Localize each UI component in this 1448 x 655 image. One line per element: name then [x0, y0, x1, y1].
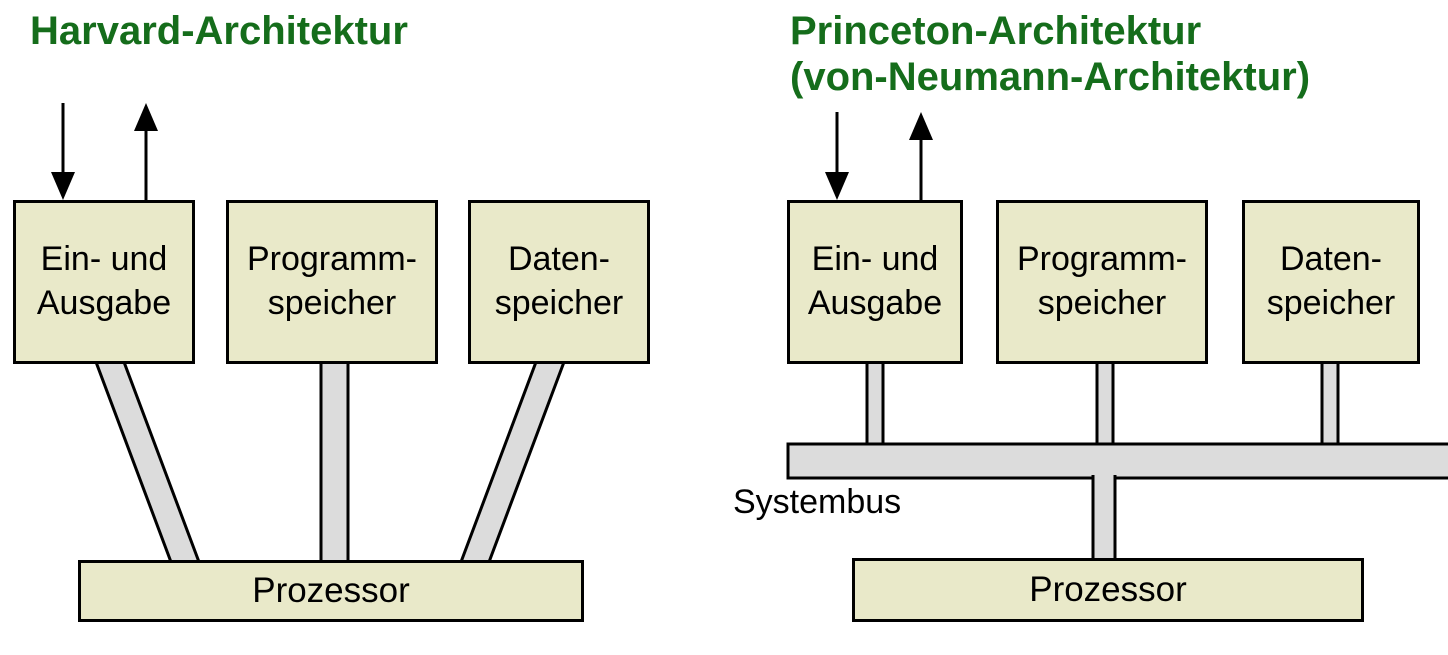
harvard-io-processor-connector — [93, 360, 202, 564]
princeton-processor-box: Prozessor — [852, 558, 1364, 622]
princeton-output-arrow-icon — [909, 112, 933, 200]
princeton-input-arrow-icon — [825, 112, 849, 200]
bus-junction-data — [1323, 445, 1337, 456]
harvard-data-processor-connector — [458, 360, 567, 564]
princeton-bus-processor-connector — [1091, 462, 1117, 560]
princeton-program-memory-box: Programm- speicher — [996, 200, 1208, 364]
princeton-program-bus-connector — [1097, 362, 1113, 458]
harvard-program-memory-box: Programm- speicher — [226, 200, 438, 364]
system-bus-bar — [786, 442, 1448, 480]
harvard-connectors — [93, 360, 567, 564]
bus-junction-io — [868, 445, 882, 456]
princeton-title: Princeton-Architektur (von-Neumann-Archi… — [790, 9, 1311, 99]
princeton-io-box: Ein- und Ausgabe — [787, 200, 963, 364]
harvard-program-processor-connector — [319, 360, 350, 564]
princeton-data-bus-connector — [1322, 362, 1338, 458]
harvard-io-box: Ein- und Ausgabe — [13, 200, 195, 364]
system-bus-label: Systembus — [733, 483, 902, 521]
bus-junction-program — [1098, 445, 1112, 456]
princeton-io-bus-connector — [867, 362, 883, 458]
harvard-data-memory-box: Daten- speicher — [468, 200, 650, 364]
princeton-data-memory-box: Daten- speicher — [1242, 200, 1420, 364]
harvard-output-arrow-icon — [134, 103, 158, 200]
harvard-title: Harvard-Architektur — [30, 9, 408, 53]
harvard-processor-box: Prozessor — [78, 560, 584, 622]
princeton-connectors — [865, 362, 1340, 458]
harvard-input-arrow-icon — [51, 103, 75, 200]
